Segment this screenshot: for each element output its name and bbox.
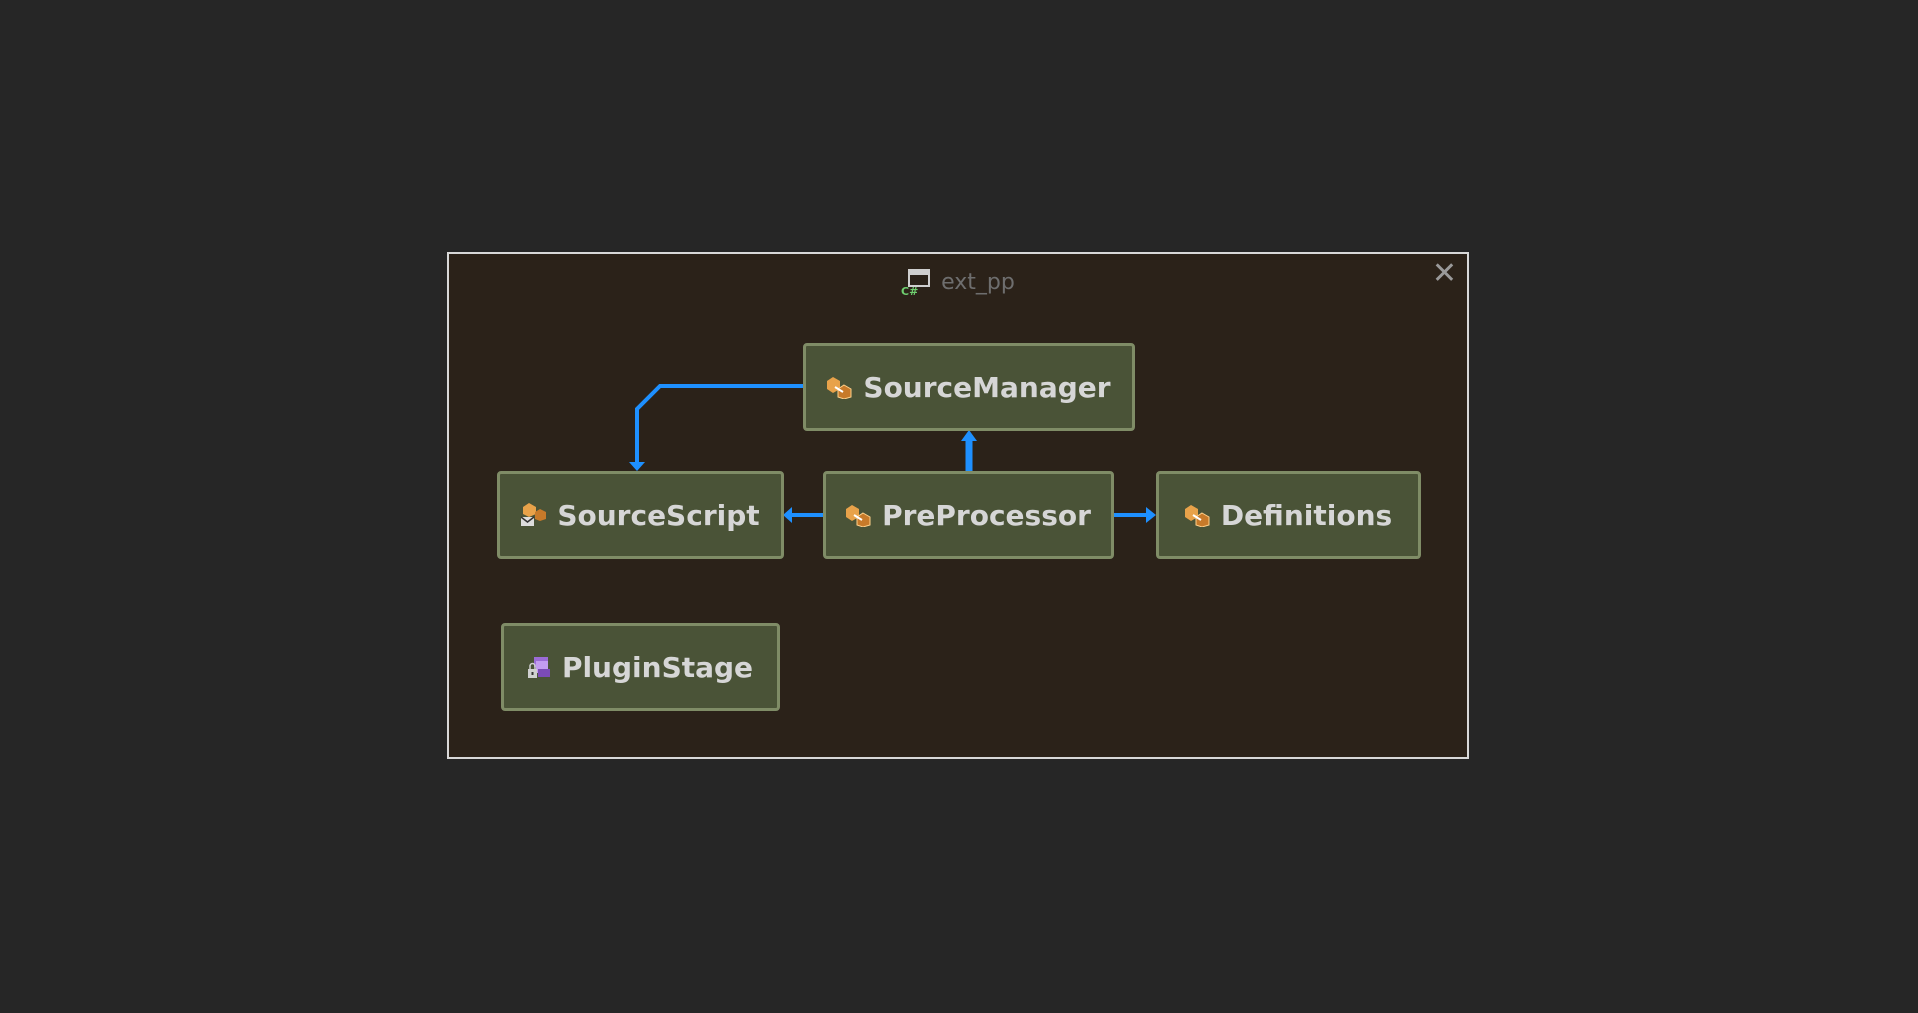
locked-interface-icon: [527, 657, 550, 678]
node-preprocessor[interactable]: PreProcessor: [823, 471, 1114, 559]
arrowhead-sourcescript-right: [783, 507, 792, 523]
class-mail-icon: [521, 503, 547, 526]
svg-text:C#: C#: [901, 285, 918, 296]
arrowhead-definitions-left: [1146, 507, 1156, 523]
node-label: SourceScript: [557, 498, 760, 532]
arrowhead-sourcemanager-bottom: [961, 430, 977, 441]
node-label: PreProcessor: [882, 498, 1091, 532]
node-label: SourceManager: [863, 370, 1111, 404]
edge-sourcemanager-to-sourcescript: [635, 384, 803, 463]
window-title-bar: C# ext_pp: [449, 268, 1467, 296]
window-title: ext_pp: [941, 269, 1015, 295]
node-definitions[interactable]: Definitions: [1156, 471, 1421, 559]
node-sourcescript[interactable]: SourceScript: [497, 471, 784, 559]
node-sourcemanager[interactable]: SourceManager: [803, 343, 1135, 431]
close-button[interactable]: ✕: [1431, 256, 1457, 291]
node-pluginstage[interactable]: PluginStage: [501, 623, 780, 711]
node-label: Definitions: [1220, 498, 1393, 532]
class-icon: [1184, 505, 1210, 527]
csharp-namespace-icon: C#: [901, 269, 931, 296]
arrowhead-sourcescript-top: [629, 462, 645, 471]
class-icon: [827, 377, 852, 399]
class-icon: [846, 505, 871, 527]
node-label: PluginStage: [561, 650, 754, 684]
